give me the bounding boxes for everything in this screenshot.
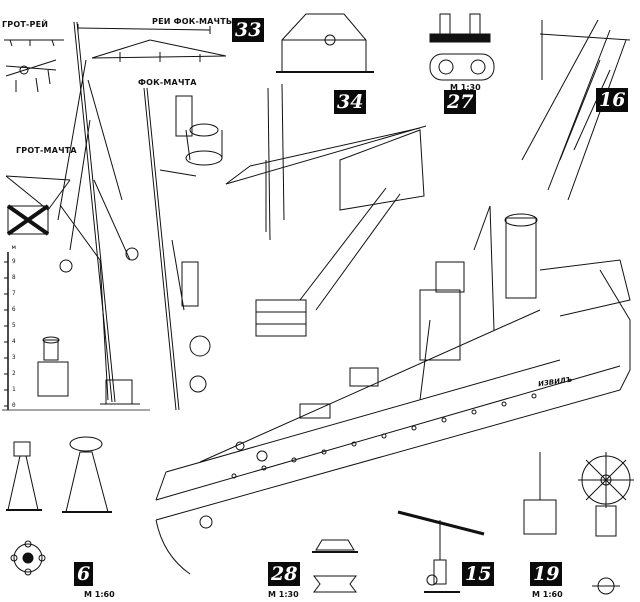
binnacle-drawing [6,436,112,576]
label-main-yard: ГРОТ-РЕЙ [2,20,49,29]
foremast-yards-drawing [77,24,227,62]
scale-label-27: М 1:30 [450,83,481,92]
small-lantern-drawing [59,247,139,273]
ruler-tick-label: 2 [12,370,16,377]
ruler-tick-label: 1 [12,386,16,393]
ruler-tick-label: 8 [12,274,16,281]
badge-6: 6 [74,562,94,586]
ruler-tick-label: 5 [12,322,16,329]
scale-ruler [2,252,150,411]
label-foremast-yards: РЕИ ФОК-МАЧТЫ [152,17,235,26]
scale-label-19: М 1:60 [532,590,563,599]
badge-28: 28 [268,562,301,586]
ruler-unit-label: м [12,244,16,251]
badge-34: 34 [334,90,367,114]
badge-16: 16 [596,88,629,112]
ruler-tick-label: 7 [12,290,16,297]
ventilator-drawing [37,336,69,397]
badge-15: 15 [462,562,495,586]
destroyer-hull-drawing [155,205,631,575]
label-main-mast: ГРОТ-МАЧТА [16,146,77,155]
fore-mast-drawing [143,87,223,411]
main-yard-drawing [4,39,64,93]
main-mast-drawing [5,21,140,405]
ladder-drawing [521,19,631,201]
ruler-tick-label: 0 [12,402,16,409]
fairlead-drawing [312,539,358,593]
accommodation-ladder-drawing [225,83,427,337]
scale-label-6: М 1:60 [84,590,115,599]
badge-33: 33 [232,18,265,42]
naval-ensign-drawing [6,204,50,236]
ruler-tick-label: 4 [12,338,16,345]
badge-27: 27 [444,90,477,114]
scale-label-28: М 1:30 [268,590,299,599]
deck-fitting-15-drawing [397,510,485,593]
hatch-cover-drawing [276,13,374,73]
ruler-tick-label: 3 [12,354,16,361]
steering-wheel-drawing [523,452,634,595]
badge-19: 19 [530,562,563,586]
label-fore-mast: ФОК-МАЧТА [138,78,197,87]
ruler-tick-label: 9 [12,258,16,265]
ruler-tick-label: 6 [12,306,16,313]
bollard-drawing [429,13,495,81]
